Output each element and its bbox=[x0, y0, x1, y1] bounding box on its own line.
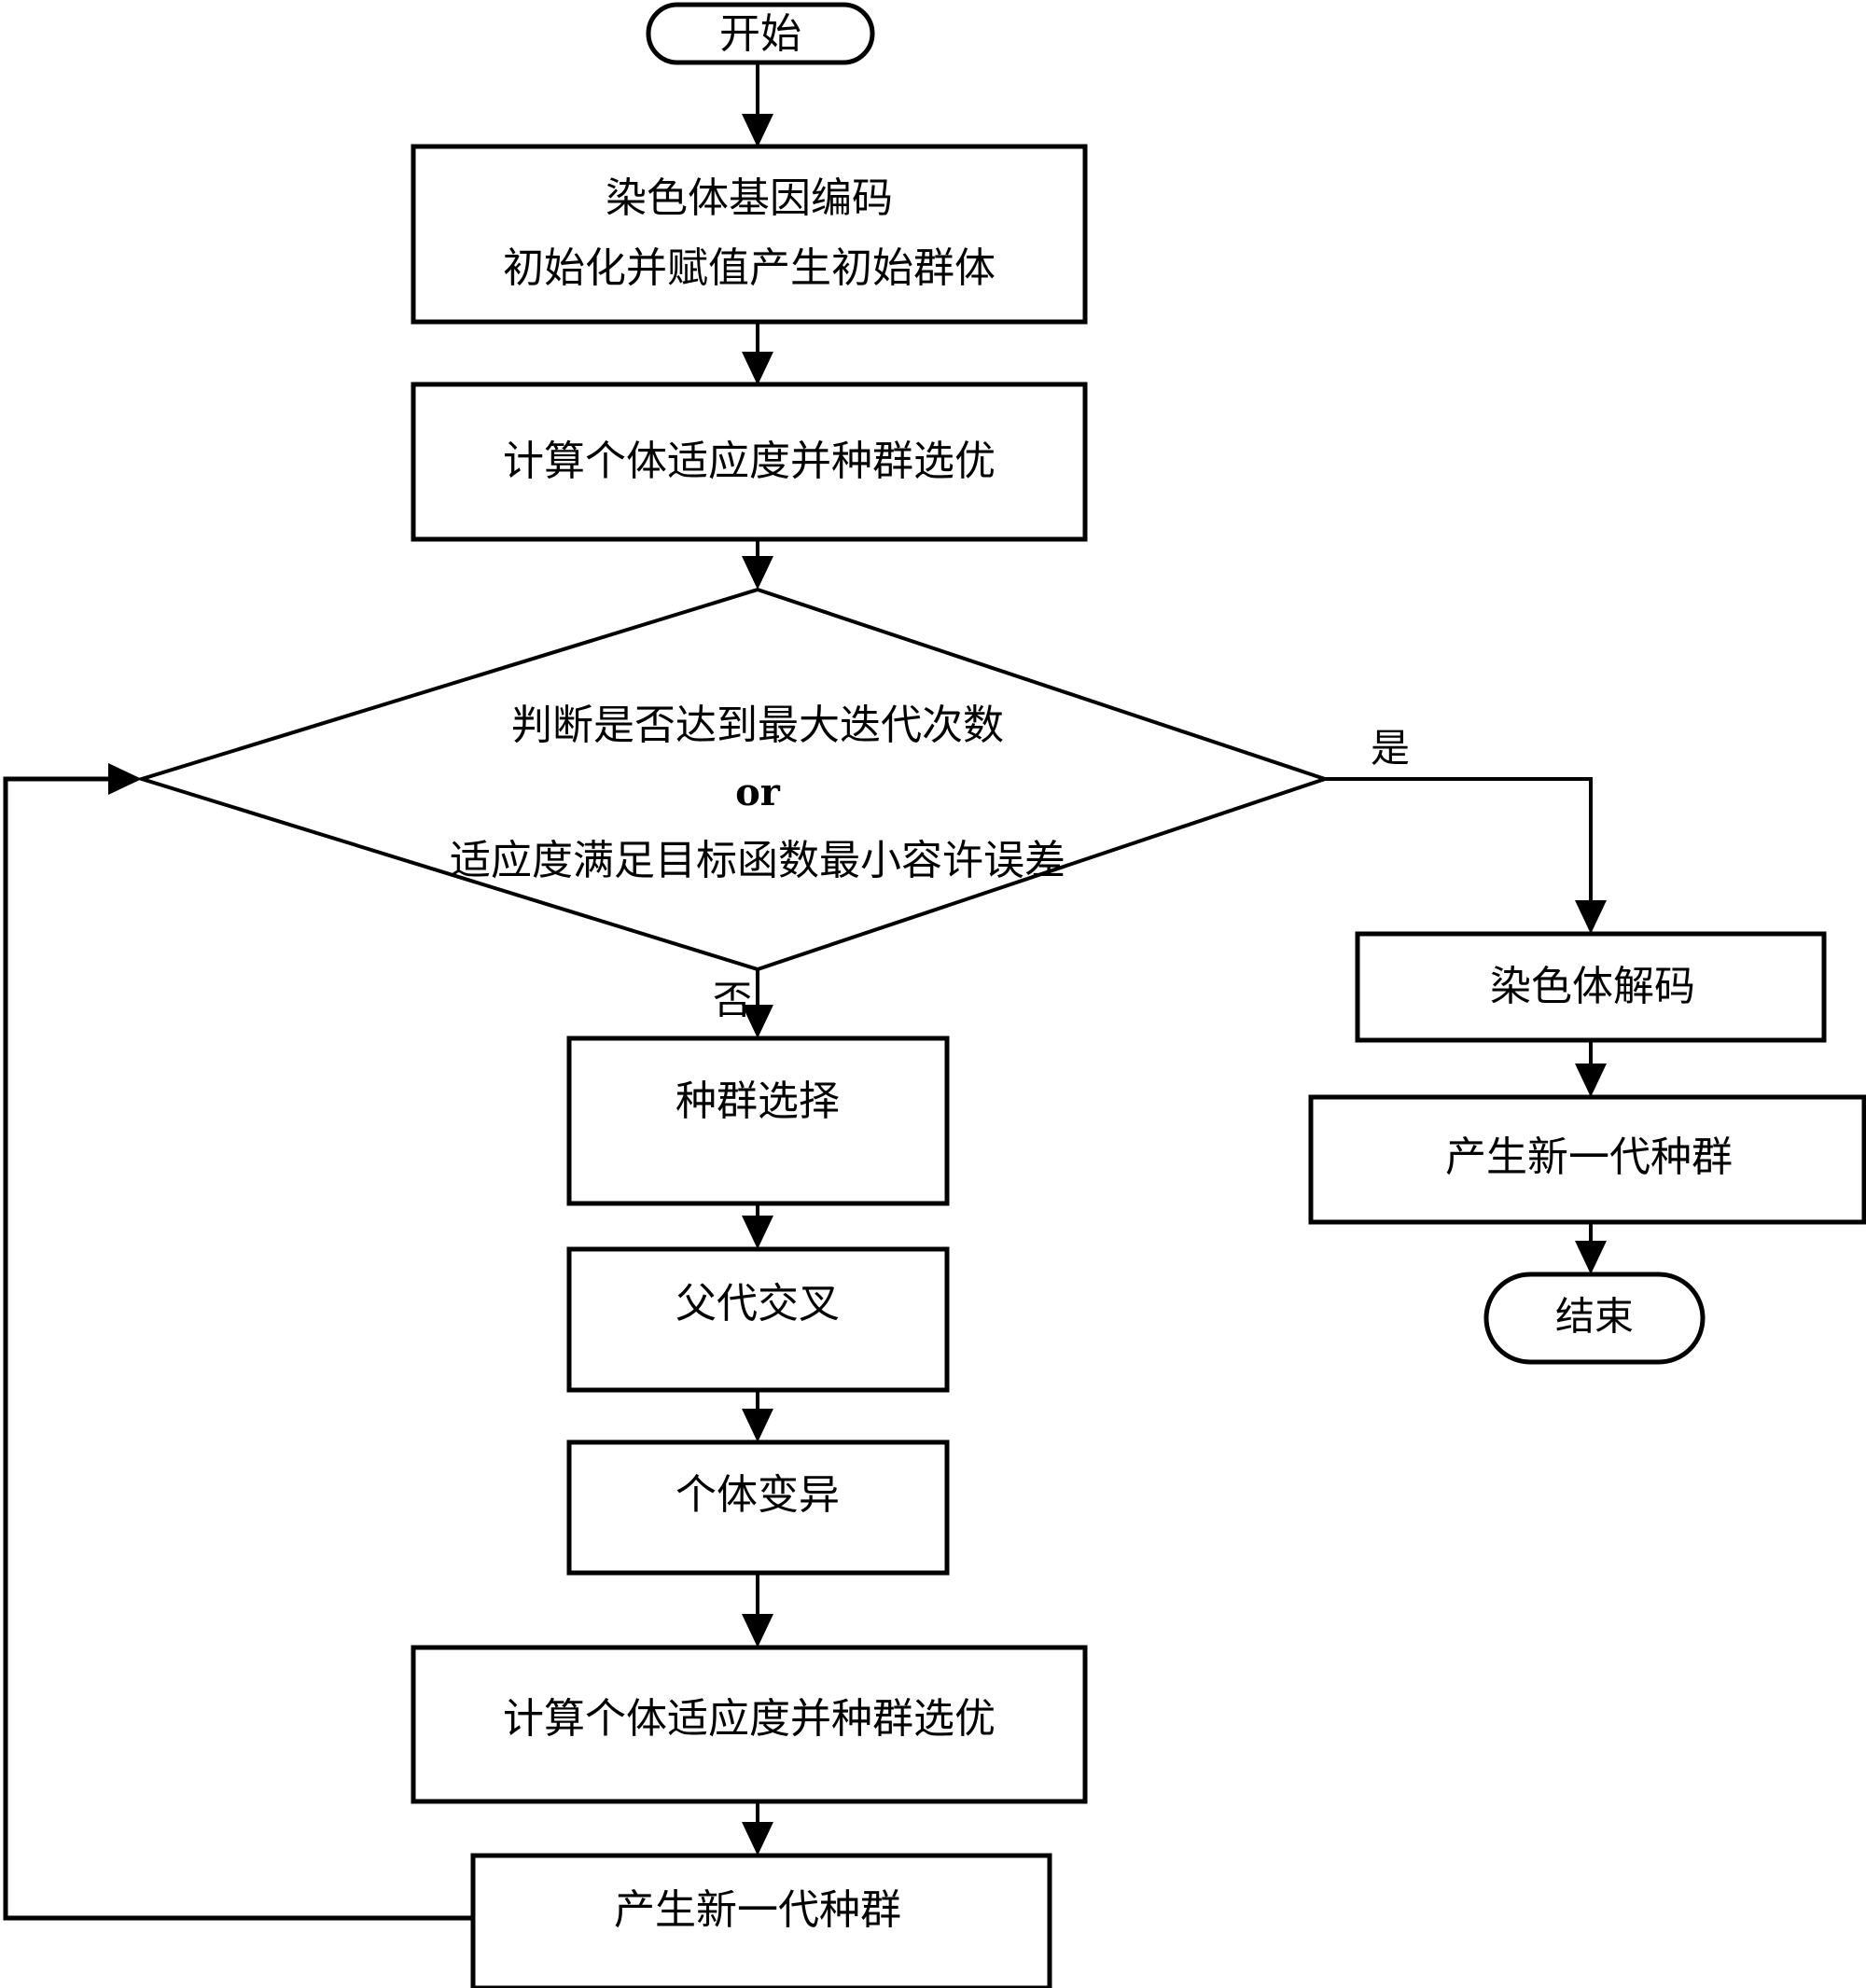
node-new-generation-loop[interactable]: 产生新一代种群 bbox=[470, 1853, 1052, 1988]
node-new-generation-final-label: 产生新一代种群 bbox=[1445, 1133, 1733, 1181]
node-chromosome-decoding[interactable]: 染色体解码 bbox=[1355, 931, 1827, 1043]
node-termination-decision-label-line3: 适应度满足目标函数最小容许误差 bbox=[450, 837, 1065, 884]
node-new-generation-final[interactable]: 产生新一代种群 bbox=[1308, 1094, 1866, 1225]
edge-mutate-to-fitness2 bbox=[742, 1572, 773, 1647]
edge-feedback-loop-to-decision bbox=[3, 763, 473, 1921]
edge-decision-yes-to-decode bbox=[1325, 777, 1607, 934]
edge-select-to-crossover bbox=[742, 1203, 773, 1249]
node-individual-mutation-label: 个体变异 bbox=[675, 1471, 840, 1519]
node-chromosome-encoding-label-line1: 染色体基因编码 bbox=[606, 174, 893, 222]
node-start[interactable]: 开始 bbox=[646, 2, 875, 65]
node-fitness-evaluation-second-label: 计算个体适应度并种群选优 bbox=[503, 1695, 996, 1743]
node-fitness-evaluation-first[interactable]: 计算个体适应度并种群选优 bbox=[411, 382, 1088, 542]
node-individual-mutation[interactable]: 个体变异 bbox=[566, 1439, 950, 1576]
node-fitness-evaluation-first-label: 计算个体适应度并种群选优 bbox=[503, 438, 996, 485]
node-end[interactable]: 结束 bbox=[1483, 1272, 1706, 1365]
node-parent-crossover[interactable]: 父代交叉 bbox=[566, 1246, 950, 1393]
edge-crossover-to-mutate bbox=[742, 1390, 773, 1442]
edge-fitness2-to-newgen-loop bbox=[742, 1800, 773, 1856]
node-chromosome-encoding-label-line2: 初始化并赋值产生初始群体 bbox=[503, 244, 996, 292]
edge-decode-to-newgen bbox=[1575, 1040, 1607, 1097]
edge-decision-no-to-select bbox=[742, 970, 773, 1038]
edge-start-to-encode bbox=[742, 62, 773, 147]
node-start-label: 开始 bbox=[719, 10, 801, 58]
node-population-selection-label: 种群选择 bbox=[675, 1077, 840, 1125]
node-termination-decision-label-line1: 判断是否达到最大迭代次数 bbox=[511, 702, 1004, 749]
node-termination-decision-label-line2: or bbox=[735, 771, 781, 814]
node-new-generation-loop-label: 产生新一代种群 bbox=[614, 1886, 901, 1934]
node-population-selection[interactable]: 种群选择 bbox=[566, 1036, 950, 1206]
edge-label-yes: 是 bbox=[1371, 726, 1410, 772]
edge-newgen-to-end bbox=[1575, 1222, 1607, 1274]
node-chromosome-encoding[interactable]: 染色体基因编码 初始化并赋值产生初始群体 bbox=[411, 144, 1088, 325]
node-parent-crossover-label: 父代交叉 bbox=[675, 1280, 840, 1328]
node-end-label: 结束 bbox=[1555, 1294, 1634, 1340]
node-chromosome-decoding-label: 染色体解码 bbox=[1490, 963, 1695, 1010]
edge-fitness-to-decision bbox=[742, 539, 773, 590]
edge-label-no: 否 bbox=[713, 978, 752, 1023]
node-fitness-evaluation-second[interactable]: 计算个体适应度并种群选优 bbox=[411, 1645, 1088, 1804]
node-termination-decision[interactable]: 判断是否达到最大迭代次数 or 适应度满足目标函数最小容许误差 bbox=[135, 587, 1331, 972]
edge-encode-to-fitness bbox=[742, 322, 773, 385]
